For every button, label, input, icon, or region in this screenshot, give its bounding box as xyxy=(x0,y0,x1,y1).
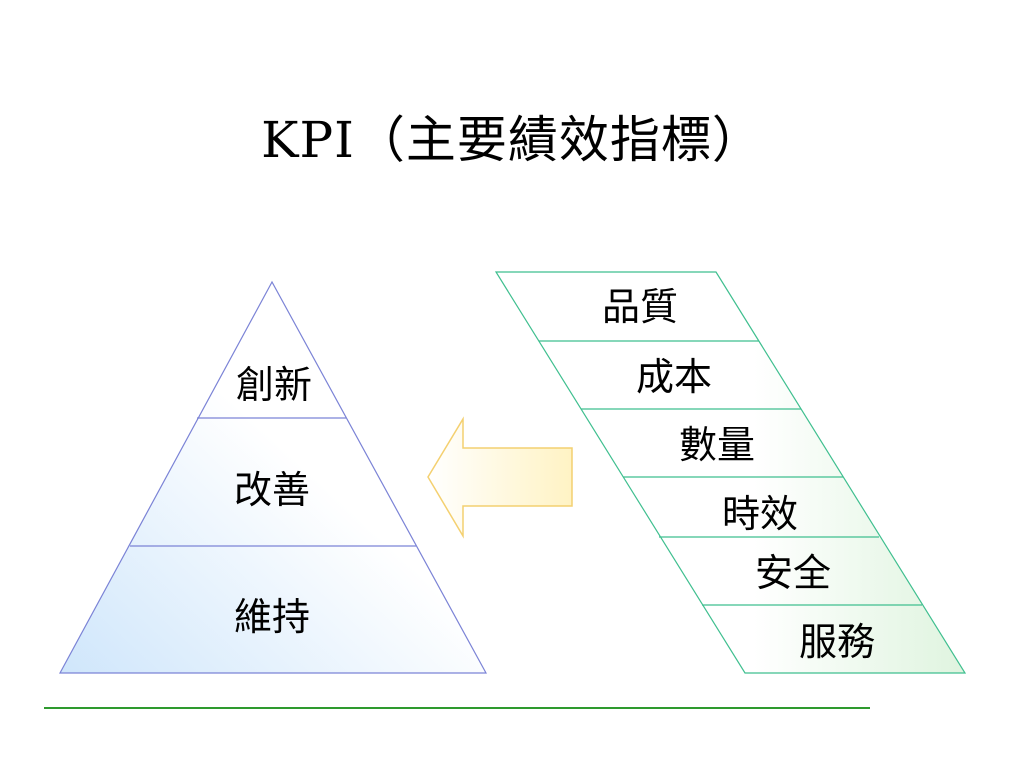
kpi-stack: 品質 成本 數量 時效 安全 服務 xyxy=(494,271,967,674)
kpi-item-timeliness: 時效 xyxy=(722,492,798,536)
kpi-item-quality: 品質 xyxy=(602,285,678,329)
pyramid: 創新 改善 維持 xyxy=(58,280,488,674)
kpi-item-cost: 成本 xyxy=(636,355,712,399)
kpi-item-service: 服務 xyxy=(799,620,875,664)
kpi-item-safety: 安全 xyxy=(755,551,831,595)
kpi-stack-outline xyxy=(494,271,967,674)
pyramid-level-innovation: 創新 xyxy=(236,363,312,407)
pyramid-level-maintenance: 維持 xyxy=(234,595,310,639)
left-arrow-shape xyxy=(427,416,573,539)
kpi-item-quantity: 數量 xyxy=(679,423,755,467)
footer-rule xyxy=(44,707,870,709)
pyramid-outline xyxy=(58,280,488,674)
pyramid-level-improvement: 改善 xyxy=(234,468,310,512)
slide-title: KPI（主要績效指標） xyxy=(261,111,763,169)
